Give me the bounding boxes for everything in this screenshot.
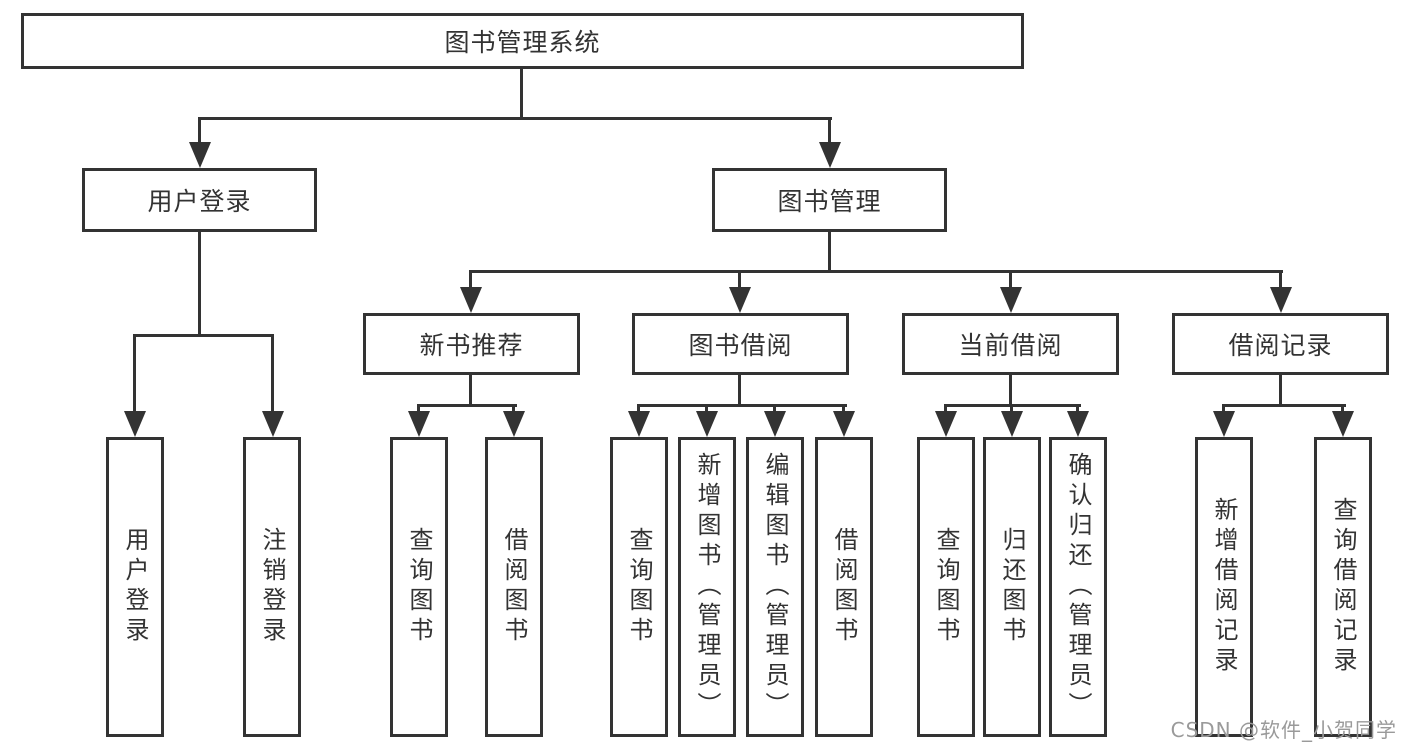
leaf-confirm-return-admin: 确认归还（管理员） [1049, 437, 1107, 737]
connector-line [738, 375, 741, 406]
arrow-down-icon [833, 411, 855, 437]
arrow-down-icon [729, 287, 751, 313]
node-current-borrow-label: 当前借阅 [958, 331, 1063, 360]
leaf-query-borrow-record-label: 查询借阅记录 [1329, 497, 1357, 677]
arrow-down-icon [189, 142, 211, 168]
connector-line [271, 334, 274, 416]
leaf-edit-book-admin-label: 编辑图书（管理员） [761, 452, 789, 722]
leaf-borrow-books-label: 借阅图书 [830, 527, 858, 647]
connector-line [198, 117, 201, 147]
leaf-query-books-borrow: 查询图书 [610, 437, 668, 737]
arrow-down-icon [503, 411, 525, 437]
arrow-down-icon [262, 411, 284, 437]
node-new-book-recommend: 新书推荐 [363, 313, 580, 375]
arrow-down-icon [1067, 411, 1089, 437]
leaf-return-book: 归还图书 [983, 437, 1041, 737]
leaf-query-books-recommend: 查询图书 [390, 437, 448, 737]
leaf-add-book-admin: 新增图书（管理员） [678, 437, 736, 737]
arrow-down-icon [124, 411, 146, 437]
leaf-borrow-books-recommend: 借阅图书 [485, 437, 543, 737]
connector-line [469, 270, 1283, 273]
connector-line [738, 270, 741, 292]
node-book-management-label: 图书管理 [777, 187, 882, 216]
leaf-add-borrow-record-label: 新增借阅记录 [1210, 497, 1238, 677]
arrow-down-icon [1213, 411, 1235, 437]
connector-line [199, 117, 832, 120]
connector-line [828, 232, 831, 272]
node-root: 图书管理系统 [21, 13, 1024, 69]
node-book-management: 图书管理 [712, 168, 947, 232]
connector-line [1279, 270, 1282, 292]
node-borrow-records: 借阅记录 [1172, 313, 1389, 375]
leaf-query-books-current: 查询图书 [917, 437, 975, 737]
node-current-borrow: 当前借阅 [902, 313, 1119, 375]
node-user-login-label: 用户登录 [147, 187, 252, 216]
arrow-down-icon [628, 411, 650, 437]
arrow-down-icon [696, 411, 718, 437]
connector-line [1222, 404, 1346, 407]
arrow-down-icon [460, 287, 482, 313]
arrow-down-icon [935, 411, 957, 437]
leaf-user-login: 用户登录 [106, 437, 164, 737]
arrow-down-icon [764, 411, 786, 437]
leaf-add-borrow-record: 新增借阅记录 [1195, 437, 1253, 737]
node-root-label: 图书管理系统 [444, 28, 601, 57]
leaf-confirm-return-admin-label: 确认归还（管理员） [1064, 452, 1092, 722]
arrow-down-icon [819, 142, 841, 168]
connector-line [1009, 270, 1012, 292]
connector-line [133, 334, 274, 337]
leaf-return-book-label: 归还图书 [998, 527, 1026, 647]
node-book-borrow-label: 图书借阅 [688, 331, 793, 360]
connector-line [520, 69, 523, 119]
connector-line [1279, 375, 1282, 406]
csdn-watermark: CSDN @软件_小贺同学 [1170, 718, 1397, 742]
arrow-down-icon [1270, 287, 1292, 313]
leaf-query-books-current-label: 查询图书 [932, 527, 960, 647]
leaf-add-book-admin-label: 新增图书（管理员） [693, 452, 721, 722]
leaf-query-books-recommend-label: 查询图书 [405, 527, 433, 647]
connector-line [417, 404, 517, 407]
arrow-down-icon [1001, 411, 1023, 437]
node-borrow-records-label: 借阅记录 [1228, 331, 1333, 360]
node-new-book-recommend-label: 新书推荐 [419, 331, 524, 360]
leaf-borrow-books: 借阅图书 [815, 437, 873, 737]
leaf-query-borrow-record: 查询借阅记录 [1314, 437, 1372, 737]
arrow-down-icon [1332, 411, 1354, 437]
leaf-borrow-books-recommend-label: 借阅图书 [500, 527, 528, 647]
leaf-edit-book-admin: 编辑图书（管理员） [746, 437, 804, 737]
connector-line [198, 232, 201, 337]
connector-line [828, 117, 831, 147]
node-book-borrow: 图书借阅 [632, 313, 849, 375]
leaf-query-books-borrow-label: 查询图书 [625, 527, 653, 647]
leaf-user-login-label: 用户登录 [121, 527, 149, 647]
connector-line [469, 270, 472, 292]
connector-line [133, 334, 136, 416]
arrow-down-icon [408, 411, 430, 437]
leaf-logout: 注销登录 [243, 437, 301, 737]
leaf-logout-label: 注销登录 [258, 527, 286, 647]
node-user-login: 用户登录 [82, 168, 317, 232]
connector-line [637, 404, 847, 407]
connector-line [469, 375, 472, 406]
connector-line [1009, 375, 1012, 406]
arrow-down-icon [1000, 287, 1022, 313]
